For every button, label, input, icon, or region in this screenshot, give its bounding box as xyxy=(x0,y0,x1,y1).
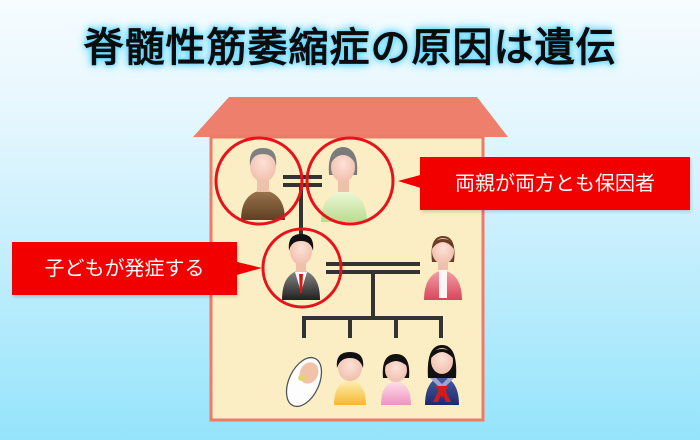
grandmother-icon xyxy=(321,147,367,222)
callout-child-affected: 子どもが発症する xyxy=(12,242,237,295)
father-ring xyxy=(261,227,343,309)
grandfather-icon xyxy=(241,148,285,220)
callout-left-pointer xyxy=(233,261,262,276)
baby-icon xyxy=(285,356,323,408)
page-title: 脊髄性筋萎縮症の原因は遺伝 xyxy=(83,25,617,71)
grandmother-ring xyxy=(305,136,395,226)
girl-icon xyxy=(381,354,411,405)
boy-icon xyxy=(334,352,366,405)
house-roof xyxy=(193,97,508,137)
carrier-highlight-rings xyxy=(214,136,395,309)
mother-icon xyxy=(424,236,462,300)
callout-right-pointer xyxy=(398,174,424,189)
father-icon xyxy=(282,234,320,300)
grandfather-ring xyxy=(214,136,304,226)
callout-parents-carriers: 両親が両方とも保因者 xyxy=(420,157,690,210)
schoolgirl-icon xyxy=(425,345,459,405)
